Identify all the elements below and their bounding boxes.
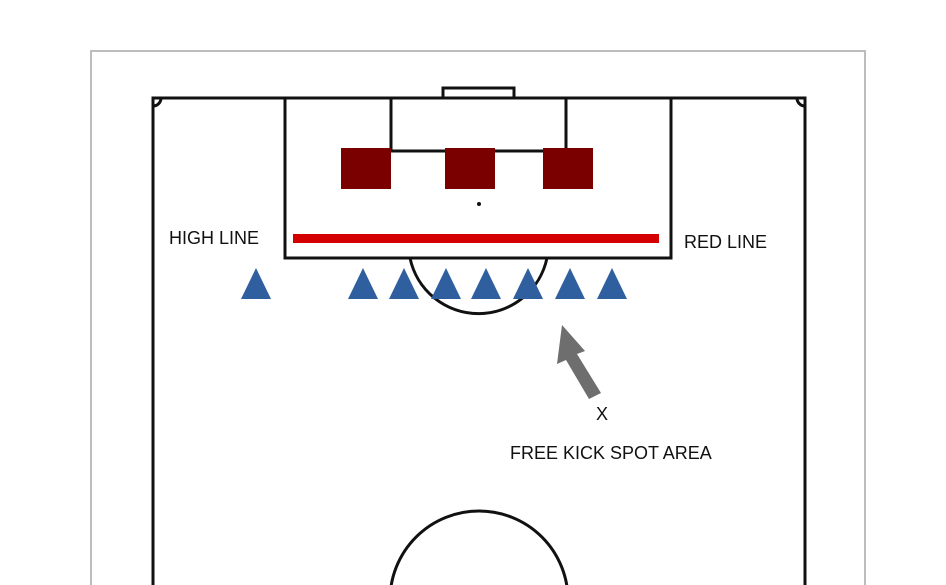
square-block-icon xyxy=(341,148,391,189)
high-line-label: HIGH LINE xyxy=(169,228,260,248)
target-blocks xyxy=(341,148,593,189)
red-line-label: RED LINE xyxy=(684,232,768,252)
triangle-icon xyxy=(431,268,461,299)
free-kick-area-label: FREE KICK SPOT AREA xyxy=(510,443,712,463)
corner-arc-right xyxy=(795,97,806,108)
penalty-spot xyxy=(477,202,481,206)
center-circle xyxy=(389,509,569,585)
arrow-up-left-icon xyxy=(557,325,601,399)
triangle-icon xyxy=(471,268,501,299)
triangle-icon xyxy=(389,268,419,299)
square-block-icon xyxy=(543,148,593,189)
diagram-frame xyxy=(90,50,866,585)
triangle-icon xyxy=(597,268,627,299)
triangle-icon xyxy=(348,268,378,299)
pitch-markings xyxy=(151,86,807,585)
square-block-icon xyxy=(445,148,495,189)
penalty-arc xyxy=(408,257,549,316)
free-kick-spot-marker: X xyxy=(596,404,609,424)
red-line-bar xyxy=(293,234,659,243)
defender-line xyxy=(241,268,627,299)
triangle-icon xyxy=(513,268,543,299)
triangle-icon xyxy=(555,268,585,299)
triangle-icon xyxy=(241,268,271,299)
corner-arc-left xyxy=(152,97,163,108)
